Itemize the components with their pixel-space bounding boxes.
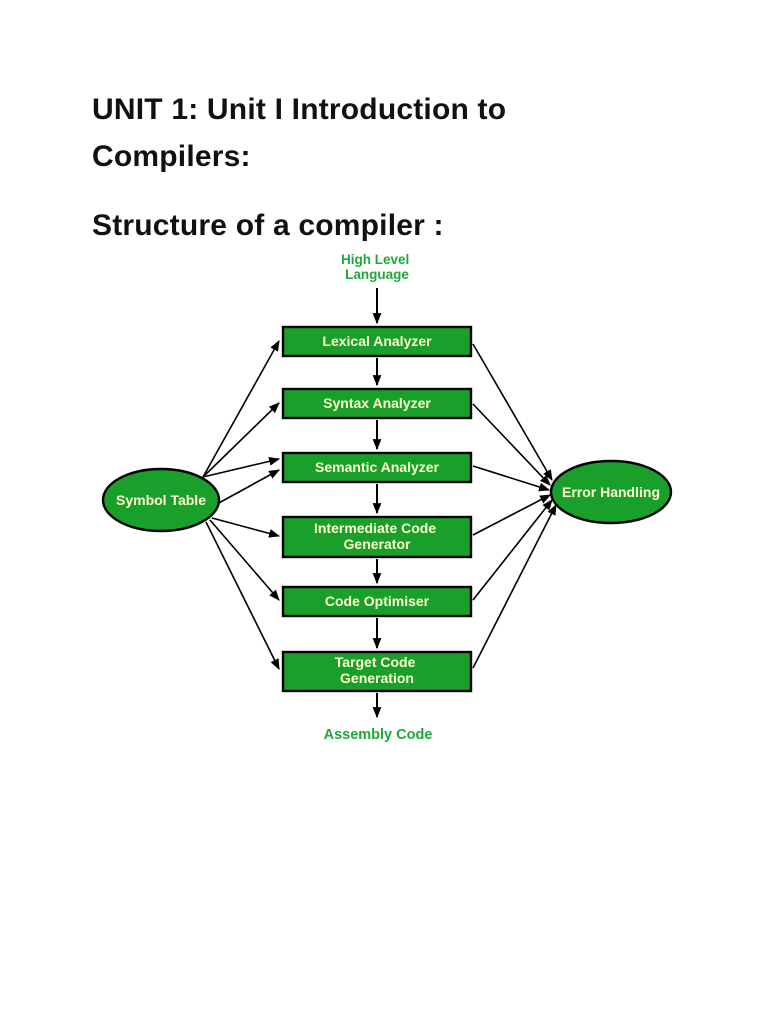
phase-box-syntax-analyzer: Syntax Analyzer [281,387,473,420]
page-title: UNIT 1: Unit I Introduction to Compilers… [92,86,506,180]
arrow-symbol-to-lexical [202,340,280,478]
arrow-target-to-error [472,504,557,669]
section-heading: Structure of a compiler : [92,209,444,242]
phase-box-lexical-analyzer: Lexical Analyzer [281,325,473,358]
phase-box-label: Code Optimiser [325,593,430,609]
symbol-table-ellipse [101,467,221,533]
arrow-symbol-to-semantic-2 [216,469,280,505]
phase-box-label: Semantic Analyzer [315,459,440,475]
arrow-syntax-to-error [472,403,551,486]
arrow-lexical-to-error [472,343,553,481]
error-handling-node: Error Handling [549,459,673,525]
arrow-intermediate-to-error [472,494,551,536]
phase-box-rect [281,451,473,484]
phase-box-label: Syntax Analyzer [323,395,431,411]
page-title-line-2: Compilers: [92,140,251,173]
symbol-table-label: Symbol Table [116,492,206,508]
arrow-symbol-to-semantic-1 [202,457,281,478]
page-title-line-1: UNIT 1: Unit I Introduction to [92,93,507,126]
error-handling-label: Error Handling [562,484,660,500]
arrow-symbol-to-target [205,521,280,670]
phase-box-label-line-1: Intermediate Code [314,520,436,536]
arrow-optimiser-to-error [472,499,553,601]
phase-box-target-code-generation: Target Code Generation [281,650,473,693]
symbol-table-arrows [202,340,281,670]
phase-box-intermediate-code-generator: Intermediate Code Generator [281,515,473,559]
symbol-table-node: Symbol Table [101,467,221,533]
arrow-symbol-to-intermediate [211,517,281,538]
phase-box-label: Intermediate Code Generator [314,520,440,552]
error-handling-arrows [472,343,557,669]
arrow-symbol-to-syntax [202,402,280,478]
phase-box-label: Target Code Generation [335,654,420,686]
phase-box-rect [281,515,473,559]
arrow-symbol-to-optimiser [209,519,280,601]
phase-box-rect [281,325,473,358]
arrow-semantic-to-error [472,465,551,492]
phase-box-label-line-2: Generator [344,536,411,552]
phase-box-code-optimiser: Code Optimiser [281,585,473,618]
output-label: Assembly Code [324,727,433,743]
input-label: High Level Language [341,252,413,282]
phase-box-rect [281,585,473,618]
phase-box-rect [281,387,473,420]
phase-box-semantic-analyzer: Semantic Analyzer [281,451,473,484]
phase-box-rect [281,650,473,693]
phase-box-label-line-1: Target Code [335,654,416,670]
phase-box-label: Lexical Analyzer [322,333,432,349]
phase-box-label-line-2: Generation [340,670,414,686]
error-handling-ellipse [549,459,673,525]
input-label-line-2: Language [345,267,409,282]
input-label-line-1: High Level [341,252,409,267]
